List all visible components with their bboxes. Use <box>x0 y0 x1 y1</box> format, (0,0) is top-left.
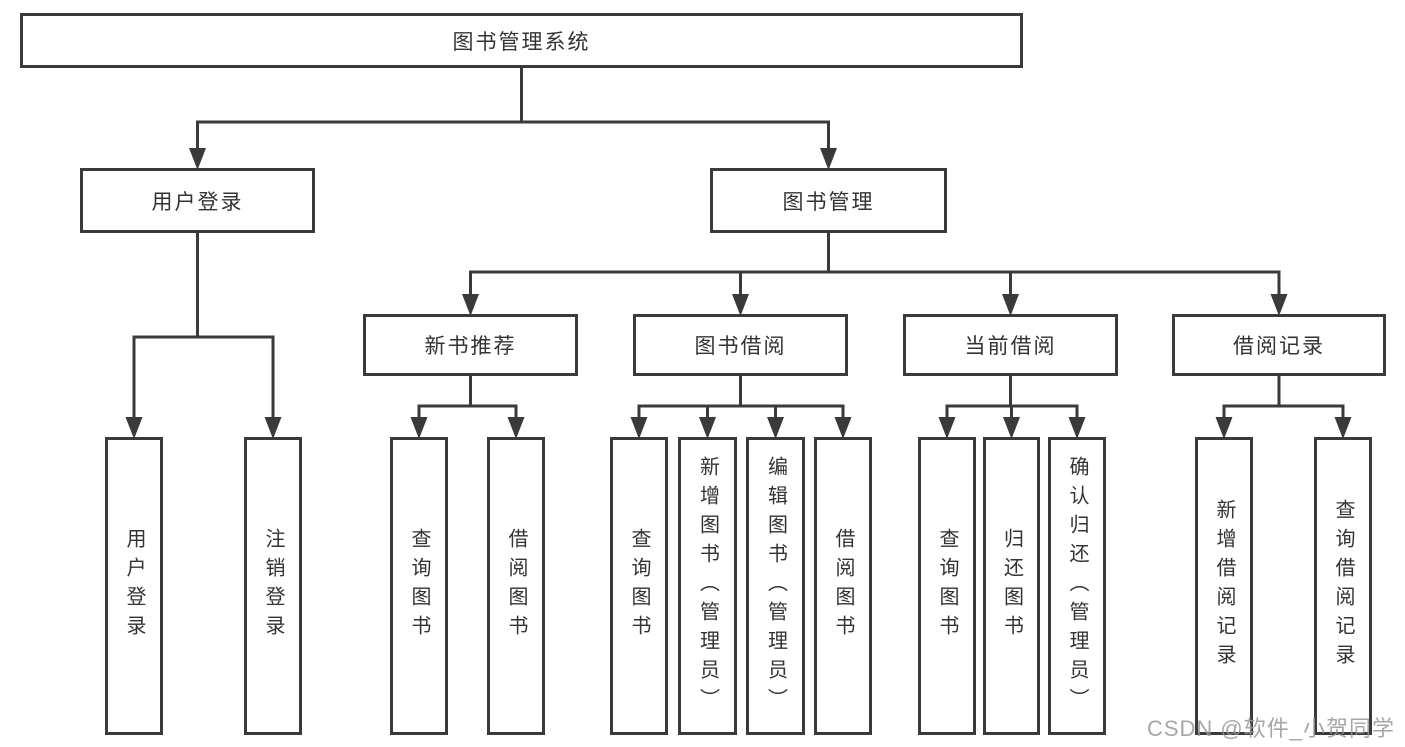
node-current-borrowing: 当前借阅 <box>903 314 1118 376</box>
csdn-watermark: CSDN @软件_小贺同学 <box>1146 716 1395 741</box>
node-borrowing-records: 借阅记录 <box>1172 314 1386 376</box>
leaf-return-books: 归还图书 <box>983 437 1040 735</box>
node-new-book-recommendation: 新书推荐 <box>363 314 578 376</box>
leaf-borrow-books: 借阅图书 <box>487 437 545 735</box>
leaf-query-books: 查询图书 <box>390 437 448 735</box>
leaf-add-books-admin: 新增图书（管理员） <box>678 437 737 735</box>
leaf-borrow-books: 借阅图书 <box>814 437 872 735</box>
node-user-login: 用户登录 <box>80 168 315 233</box>
node-library-management-system: 图书管理系统 <box>20 13 1023 68</box>
node-book-management: 图书管理 <box>710 168 947 233</box>
leaf-confirm-return-admin: 确认归还（管理员） <box>1048 437 1106 735</box>
leaf-query-books: 查询图书 <box>610 437 668 735</box>
node-book-borrowing: 图书借阅 <box>633 314 848 376</box>
leaf-query-borrow-record: 查询借阅记录 <box>1314 437 1372 735</box>
leaf-add-borrow-record: 新增借阅记录 <box>1195 437 1253 735</box>
leaf-query-books: 查询图书 <box>918 437 976 735</box>
leaf-logout: 注销登录 <box>244 437 302 735</box>
leaf-edit-books-admin: 编辑图书（管理员） <box>746 437 805 735</box>
leaf-user-login: 用户登录 <box>105 437 163 735</box>
